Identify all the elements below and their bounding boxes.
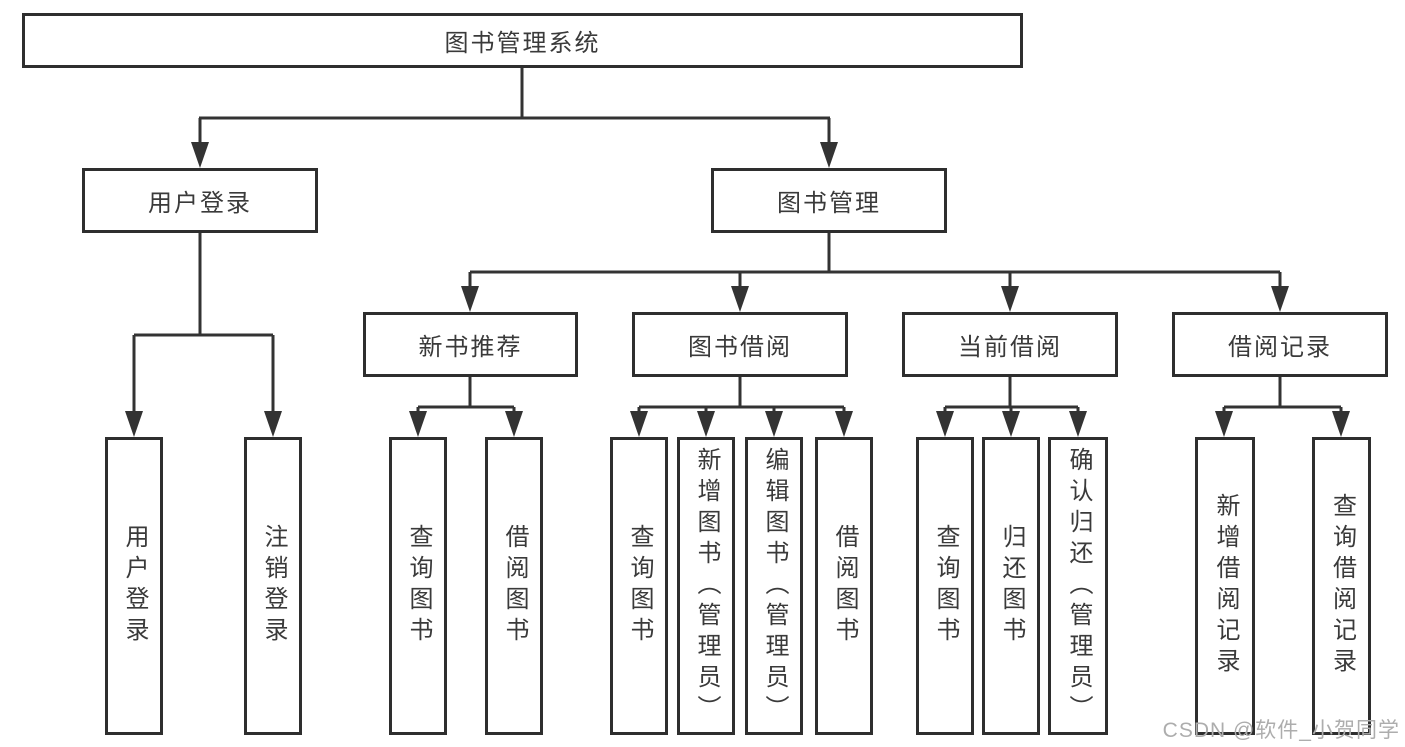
- node-current-borrow: 当前借阅: [902, 312, 1118, 377]
- arrow-down-icon: [1002, 411, 1020, 437]
- node-book-management: 图书管理: [711, 168, 947, 233]
- leaf-user-login: 用户登录: [105, 437, 163, 735]
- leaf-add-borrow-record: 新增借阅记录: [1195, 437, 1255, 735]
- arrow-down-icon: [1069, 411, 1087, 437]
- node-book-borrow: 图书借阅: [632, 312, 848, 377]
- leaf-confirm-return-admin: 确认归还（管理员）: [1048, 437, 1108, 735]
- arrow-down-icon: [264, 411, 282, 437]
- leaf-borrow-books-recommend: 借阅图书: [485, 437, 543, 735]
- arrow-down-icon: [936, 411, 954, 437]
- arrow-down-icon: [697, 411, 715, 437]
- arrow-down-icon: [505, 411, 523, 437]
- arrow-down-icon: [125, 411, 143, 437]
- node-user-login: 用户登录: [82, 168, 318, 233]
- arrow-down-icon: [461, 286, 479, 312]
- arrow-down-icon: [820, 142, 838, 168]
- leaf-add-books-admin: 新增图书（管理员）: [677, 437, 735, 735]
- leaf-logout: 注销登录: [244, 437, 302, 735]
- arrow-down-icon: [765, 411, 783, 437]
- arrow-down-icon: [191, 142, 209, 168]
- watermark: CSDN @软件_小贺同学: [1162, 719, 1400, 742]
- arrow-down-icon: [409, 411, 427, 437]
- arrow-down-icon: [1332, 411, 1350, 437]
- node-borrow-records: 借阅记录: [1172, 312, 1388, 377]
- leaf-query-books-current: 查询图书: [916, 437, 974, 735]
- leaf-query-borrow-record: 查询借阅记录: [1312, 437, 1371, 735]
- leaf-query-books-recommend: 查询图书: [389, 437, 447, 735]
- leaf-borrow-books: 借阅图书: [815, 437, 873, 735]
- leaf-query-books-borrow: 查询图书: [610, 437, 668, 735]
- leaf-edit-books-admin: 编辑图书（管理员）: [745, 437, 803, 735]
- arrow-down-icon: [1215, 411, 1233, 437]
- arrow-down-icon: [835, 411, 853, 437]
- arrow-down-icon: [1001, 286, 1019, 312]
- leaf-return-books: 归还图书: [982, 437, 1040, 735]
- node-root-system: 图书管理系统: [22, 13, 1023, 68]
- node-new-book-recommend: 新书推荐: [363, 312, 578, 377]
- arrow-down-icon: [1271, 286, 1289, 312]
- arrow-down-icon: [731, 286, 749, 312]
- arrow-down-icon: [630, 411, 648, 437]
